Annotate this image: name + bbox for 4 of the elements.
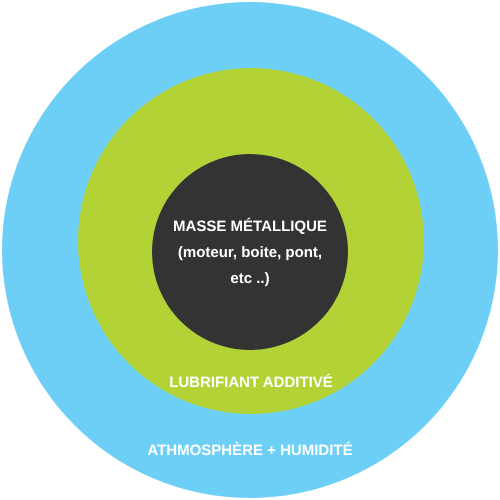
circle-label: ATHMOSPHÈRE + HUMIDITÉ bbox=[146, 440, 354, 461]
circle-label: MASSE MÉTALLIQUE bbox=[172, 216, 328, 237]
circle-label: LUBRIFIANT ADDITIVÉ bbox=[168, 372, 334, 393]
circle-description: (moteur, boite, pont, etc ..) bbox=[176, 243, 324, 289]
